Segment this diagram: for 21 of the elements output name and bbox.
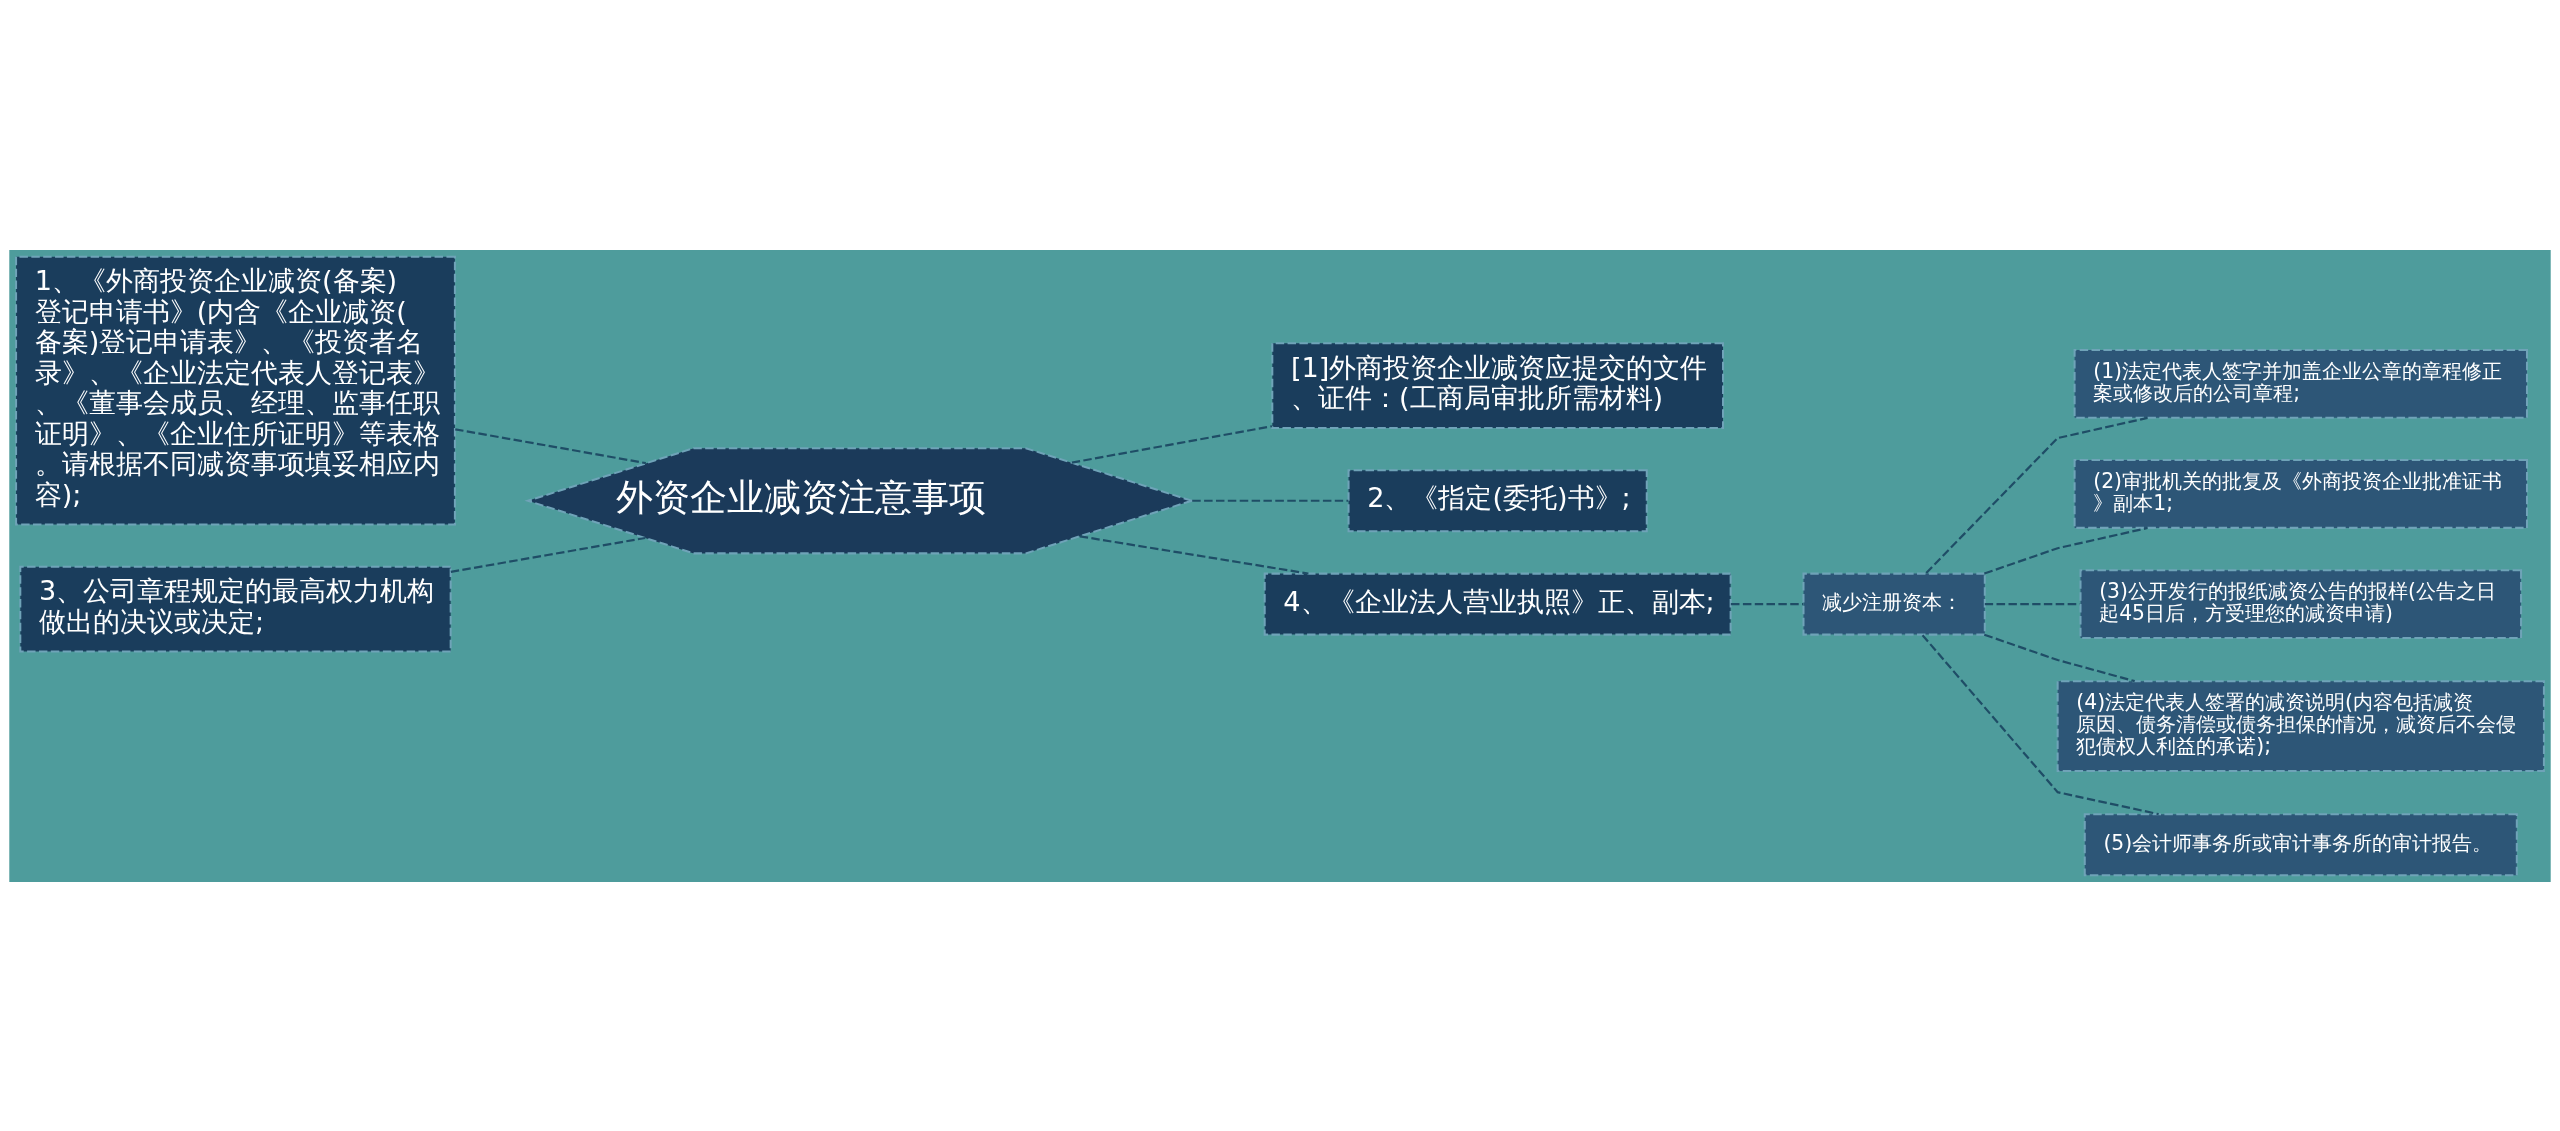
connector	[1983, 633, 2135, 682]
node-box: 3、公司章程规定的最高权力机构做出的决议或决定;	[19, 565, 452, 653]
node-box: (1)法定代表人签字并加盖企业公章的章程修正案或修改后的公司章程;	[2073, 348, 2528, 419]
node-box: (2)审批机关的批复及《外商投资企业批准证书》副本1;	[2073, 458, 2528, 529]
connector	[1921, 633, 2159, 815]
node-box: 1、《外商投资企业减资(备案)登记申请书》(内含《企业减资(备案)登记申请表》、《投资者名录》、《企业法定代表人登记表》、《董事会成员、经理、监事任职证明》、《企业住所证明》等表格。请根据不同减资事项填妥相应内容);	[15, 255, 456, 525]
node-box: 减少注册资本：	[1802, 572, 1986, 636]
connector	[1925, 416, 2148, 574]
connector	[1730, 602, 1804, 605]
node-box: [1]外商投资企业减资应提交的文件、证件：(工商局审批所需材料)	[1271, 341, 1725, 429]
node-box: 2、《指定(委托)书》;	[1347, 468, 1648, 532]
connector	[1983, 526, 2148, 575]
connector	[455, 427, 646, 464]
node-box: (4)法定代表人签署的减资说明(内容包括减资原因、债务清偿或债务担保的情况，减资后不会侵犯债权人利益的承诺);	[2056, 679, 2545, 772]
node-box: (3)公开发行的报纸减资公告的报样(公告之日起45日后，方受理您的减资申请)	[2079, 568, 2523, 639]
connector	[1079, 534, 1309, 575]
connector	[450, 536, 646, 573]
node-box: 4、《企业法人营业执照》正、副本;	[1263, 572, 1732, 636]
connector	[1071, 424, 1273, 464]
node-box: (5)会计师事务所或审计事务所的审计报告。	[2083, 812, 2518, 876]
connector	[1192, 499, 1349, 502]
